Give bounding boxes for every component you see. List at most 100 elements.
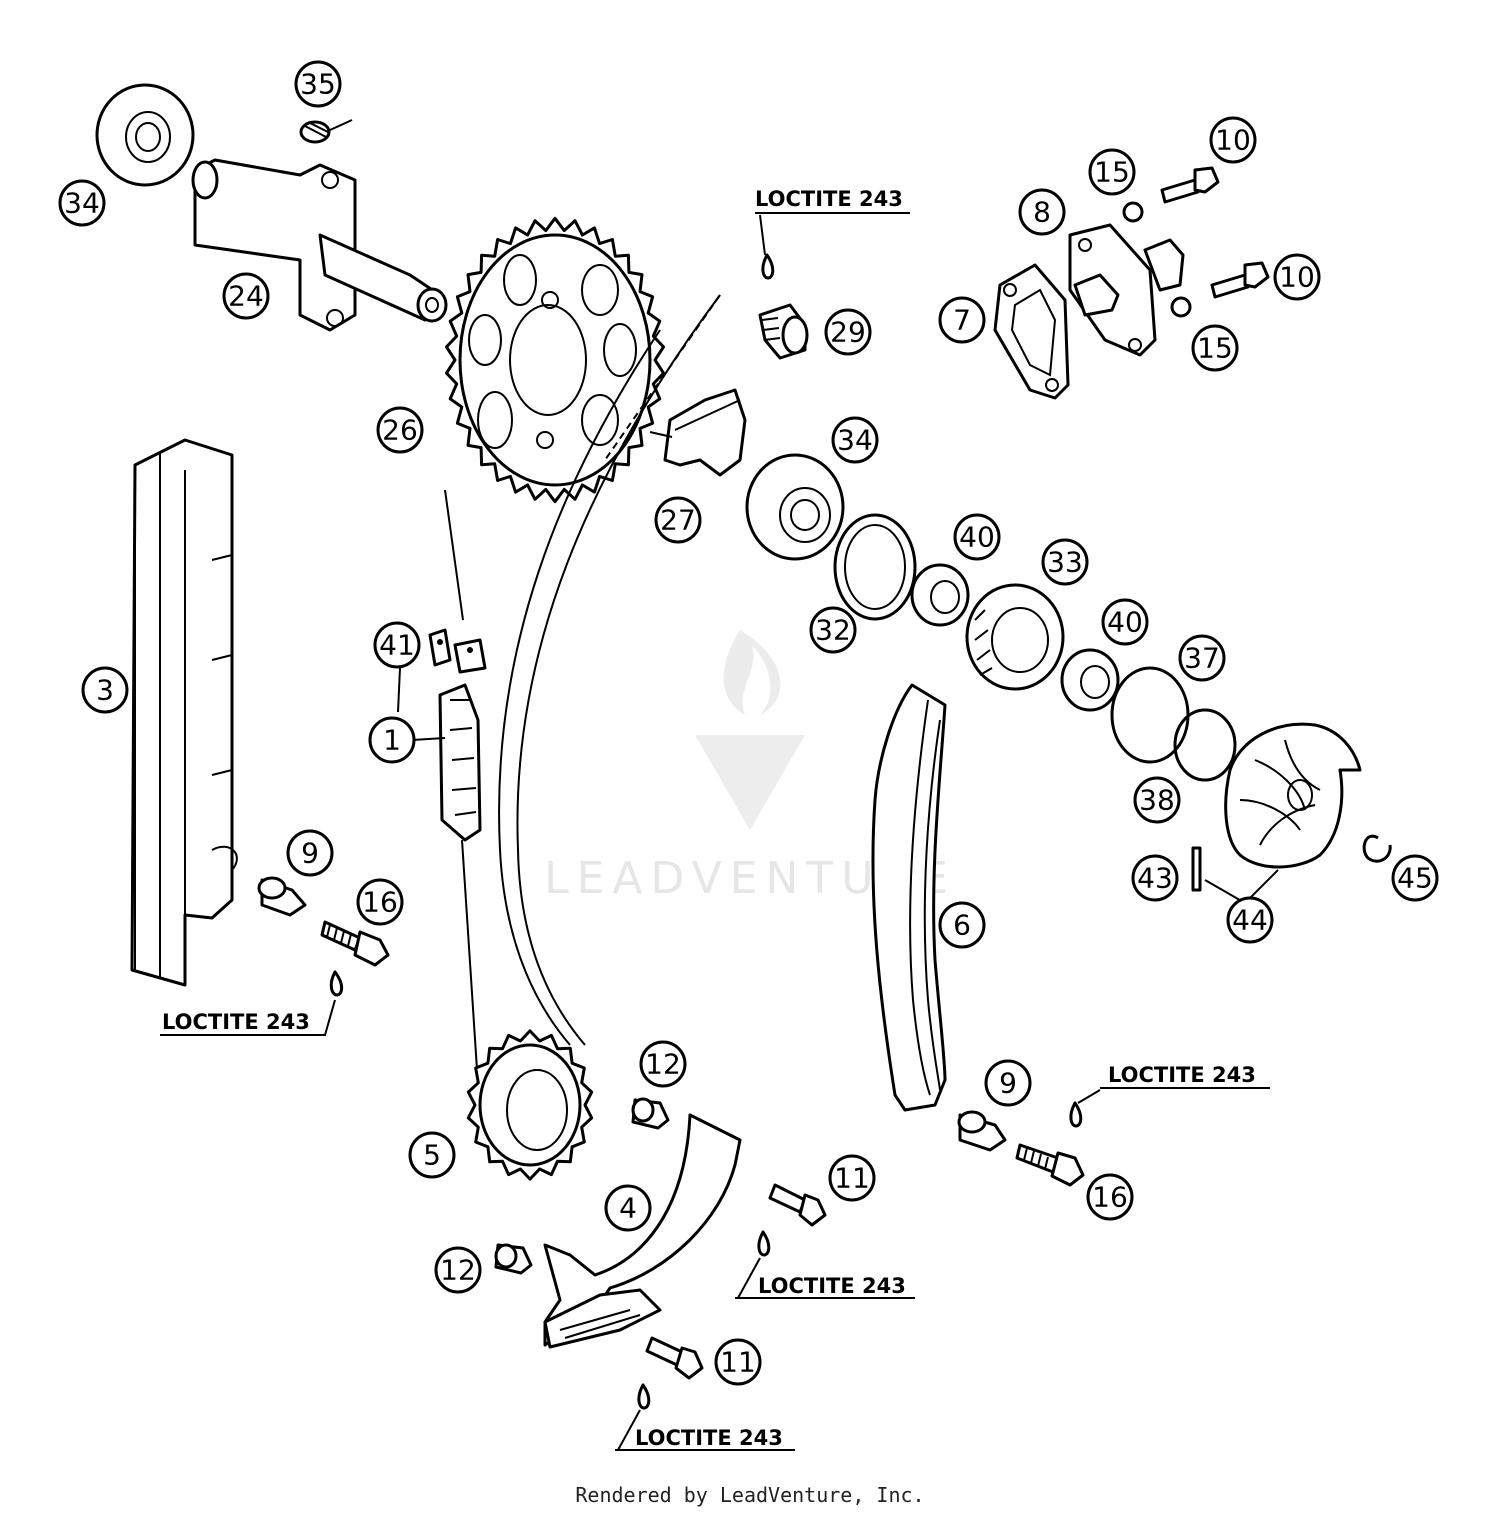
callout-34: 34 (831, 416, 879, 464)
svg-text:43: 43 (1137, 862, 1173, 895)
part-26-camshaft-sprocket (445, 216, 665, 504)
part-12-bushing-top (631, 1097, 670, 1130)
svg-text:8: 8 (1033, 196, 1051, 229)
svg-text:33: 33 (1047, 546, 1083, 579)
callout-9: 9 (286, 829, 334, 877)
callout-11: 11 (714, 1338, 762, 1386)
svg-text:10: 10 (1215, 124, 1251, 157)
svg-text:5: 5 (423, 1139, 441, 1172)
svg-text:11: 11 (834, 1162, 870, 1195)
part-16-bolt-left (320, 920, 390, 967)
callout-32: 32 (809, 606, 857, 654)
part-37-o-ring (1110, 666, 1190, 764)
callout-5: 5 (408, 1131, 456, 1179)
part-29-screw (758, 303, 809, 360)
part-45-circlip (1362, 834, 1392, 863)
part-6-chain-guide-rail (871, 683, 947, 1112)
part-44-impeller (1224, 722, 1362, 869)
svg-text:24: 24 (228, 280, 264, 313)
part-32-o-ring (833, 513, 917, 621)
svg-text:26: 26 (382, 414, 418, 447)
callout-33: 33 (1041, 538, 1089, 586)
part-12-bushing-bottom (494, 1243, 533, 1275)
callout-12: 12 (434, 1246, 482, 1294)
callout-38: 38 (1133, 776, 1181, 824)
svg-text:41: 41 (379, 629, 415, 662)
part-5-crankshaft-sprocket (466, 1029, 594, 1181)
callout-40: 40 (953, 513, 1001, 561)
callout-29: 29 (824, 308, 872, 356)
part-38-o-ring (1173, 708, 1237, 782)
svg-text:38: 38 (1139, 784, 1175, 817)
part-43-pin (1191, 846, 1202, 892)
leader-lines (160, 212, 1279, 1451)
svg-text:4: 4 (619, 1192, 637, 1225)
callout-15: 15 (1191, 324, 1239, 372)
part-35-spring (299, 119, 353, 144)
part-10-bolt-bottom (1210, 261, 1270, 299)
callout-3: 3 (81, 666, 129, 714)
part-7-gasket (993, 263, 1070, 400)
svg-text:29: 29 (830, 316, 866, 349)
rendered-by-footer: Rendered by LeadVenture, Inc. (575, 1483, 925, 1507)
callout-34: 34 (58, 179, 106, 227)
callout-24: 24 (222, 272, 270, 320)
timing-chain-path (444, 294, 721, 1086)
svg-text:12: 12 (645, 1048, 681, 1081)
callout-16: 16 (356, 878, 404, 926)
callout-35: 35 (294, 60, 342, 108)
svg-text:9: 9 (301, 837, 319, 870)
part-16-bolt-right (1015, 1143, 1085, 1187)
loctite-label-4: LOCTITE 243 (758, 1274, 906, 1298)
part-11-bolt-top (768, 1183, 827, 1227)
loctite-drops (329, 253, 1083, 1410)
svg-text:11: 11 (720, 1346, 756, 1379)
callout-6: 6 (938, 901, 986, 949)
svg-text:3: 3 (96, 674, 114, 707)
callout-37: 37 (1178, 634, 1226, 682)
svg-text:16: 16 (1092, 1181, 1128, 1214)
callout-markers: 35 34 24 26 29 15 10 8 10 7 15 27 34 40 … (58, 60, 1439, 1386)
part-3-chain-guide (130, 438, 238, 987)
part-9-bushing-right (957, 1110, 1007, 1152)
svg-text:12: 12 (440, 1254, 476, 1287)
callout-7: 7 (938, 296, 986, 344)
part-4-chain-guide-bottom (543, 1113, 742, 1349)
callout-4: 4 (604, 1184, 652, 1232)
part-34-bearing-right (745, 453, 845, 561)
part-24-shaft (191, 158, 448, 332)
callout-8: 8 (1018, 188, 1066, 236)
callout-1: 1 (368, 716, 416, 764)
callout-10: 10 (1209, 116, 1257, 164)
part-15-washer-top (1122, 201, 1144, 223)
callout-43: 43 (1131, 854, 1179, 902)
loctite-label-2: LOCTITE 243 (162, 1010, 310, 1034)
svg-text:15: 15 (1197, 332, 1233, 365)
svg-text:35: 35 (300, 68, 336, 101)
part-40-seal-bottom (1060, 648, 1120, 712)
svg-text:34: 34 (837, 424, 873, 457)
part-8-chain-tensioner (1068, 223, 1185, 357)
svg-text:9: 9 (999, 1067, 1017, 1100)
svg-text:32: 32 (815, 614, 851, 647)
svg-text:16: 16 (362, 886, 398, 919)
callout-44: 44 (1226, 896, 1274, 944)
svg-text:1: 1 (383, 724, 401, 757)
callout-11: 11 (828, 1154, 876, 1202)
exploded-parts-diagram: LEADVENTURE (58, 60, 1439, 1451)
part-10-bolt-top (1160, 166, 1220, 204)
part-9-bushing-left (257, 876, 307, 917)
callout-40: 40 (1101, 598, 1149, 646)
part-27-chain-guide-piece (649, 388, 747, 477)
part-41-master-link (428, 628, 487, 674)
svg-text:6: 6 (953, 909, 971, 942)
part-40-seal-top (910, 563, 970, 627)
part-34-bearing-top (95, 83, 195, 187)
part-1-timing-chain (438, 683, 482, 842)
callout-41: 41 (373, 621, 421, 669)
callout-26: 26 (376, 406, 424, 454)
loctite-labels: LOCTITE 243 LOCTITE 243 LOCTITE 243 LOCT… (162, 187, 1256, 1450)
svg-text:45: 45 (1397, 862, 1433, 895)
loctite-label-3: LOCTITE 243 (1108, 1063, 1256, 1087)
callout-27: 27 (654, 496, 702, 544)
